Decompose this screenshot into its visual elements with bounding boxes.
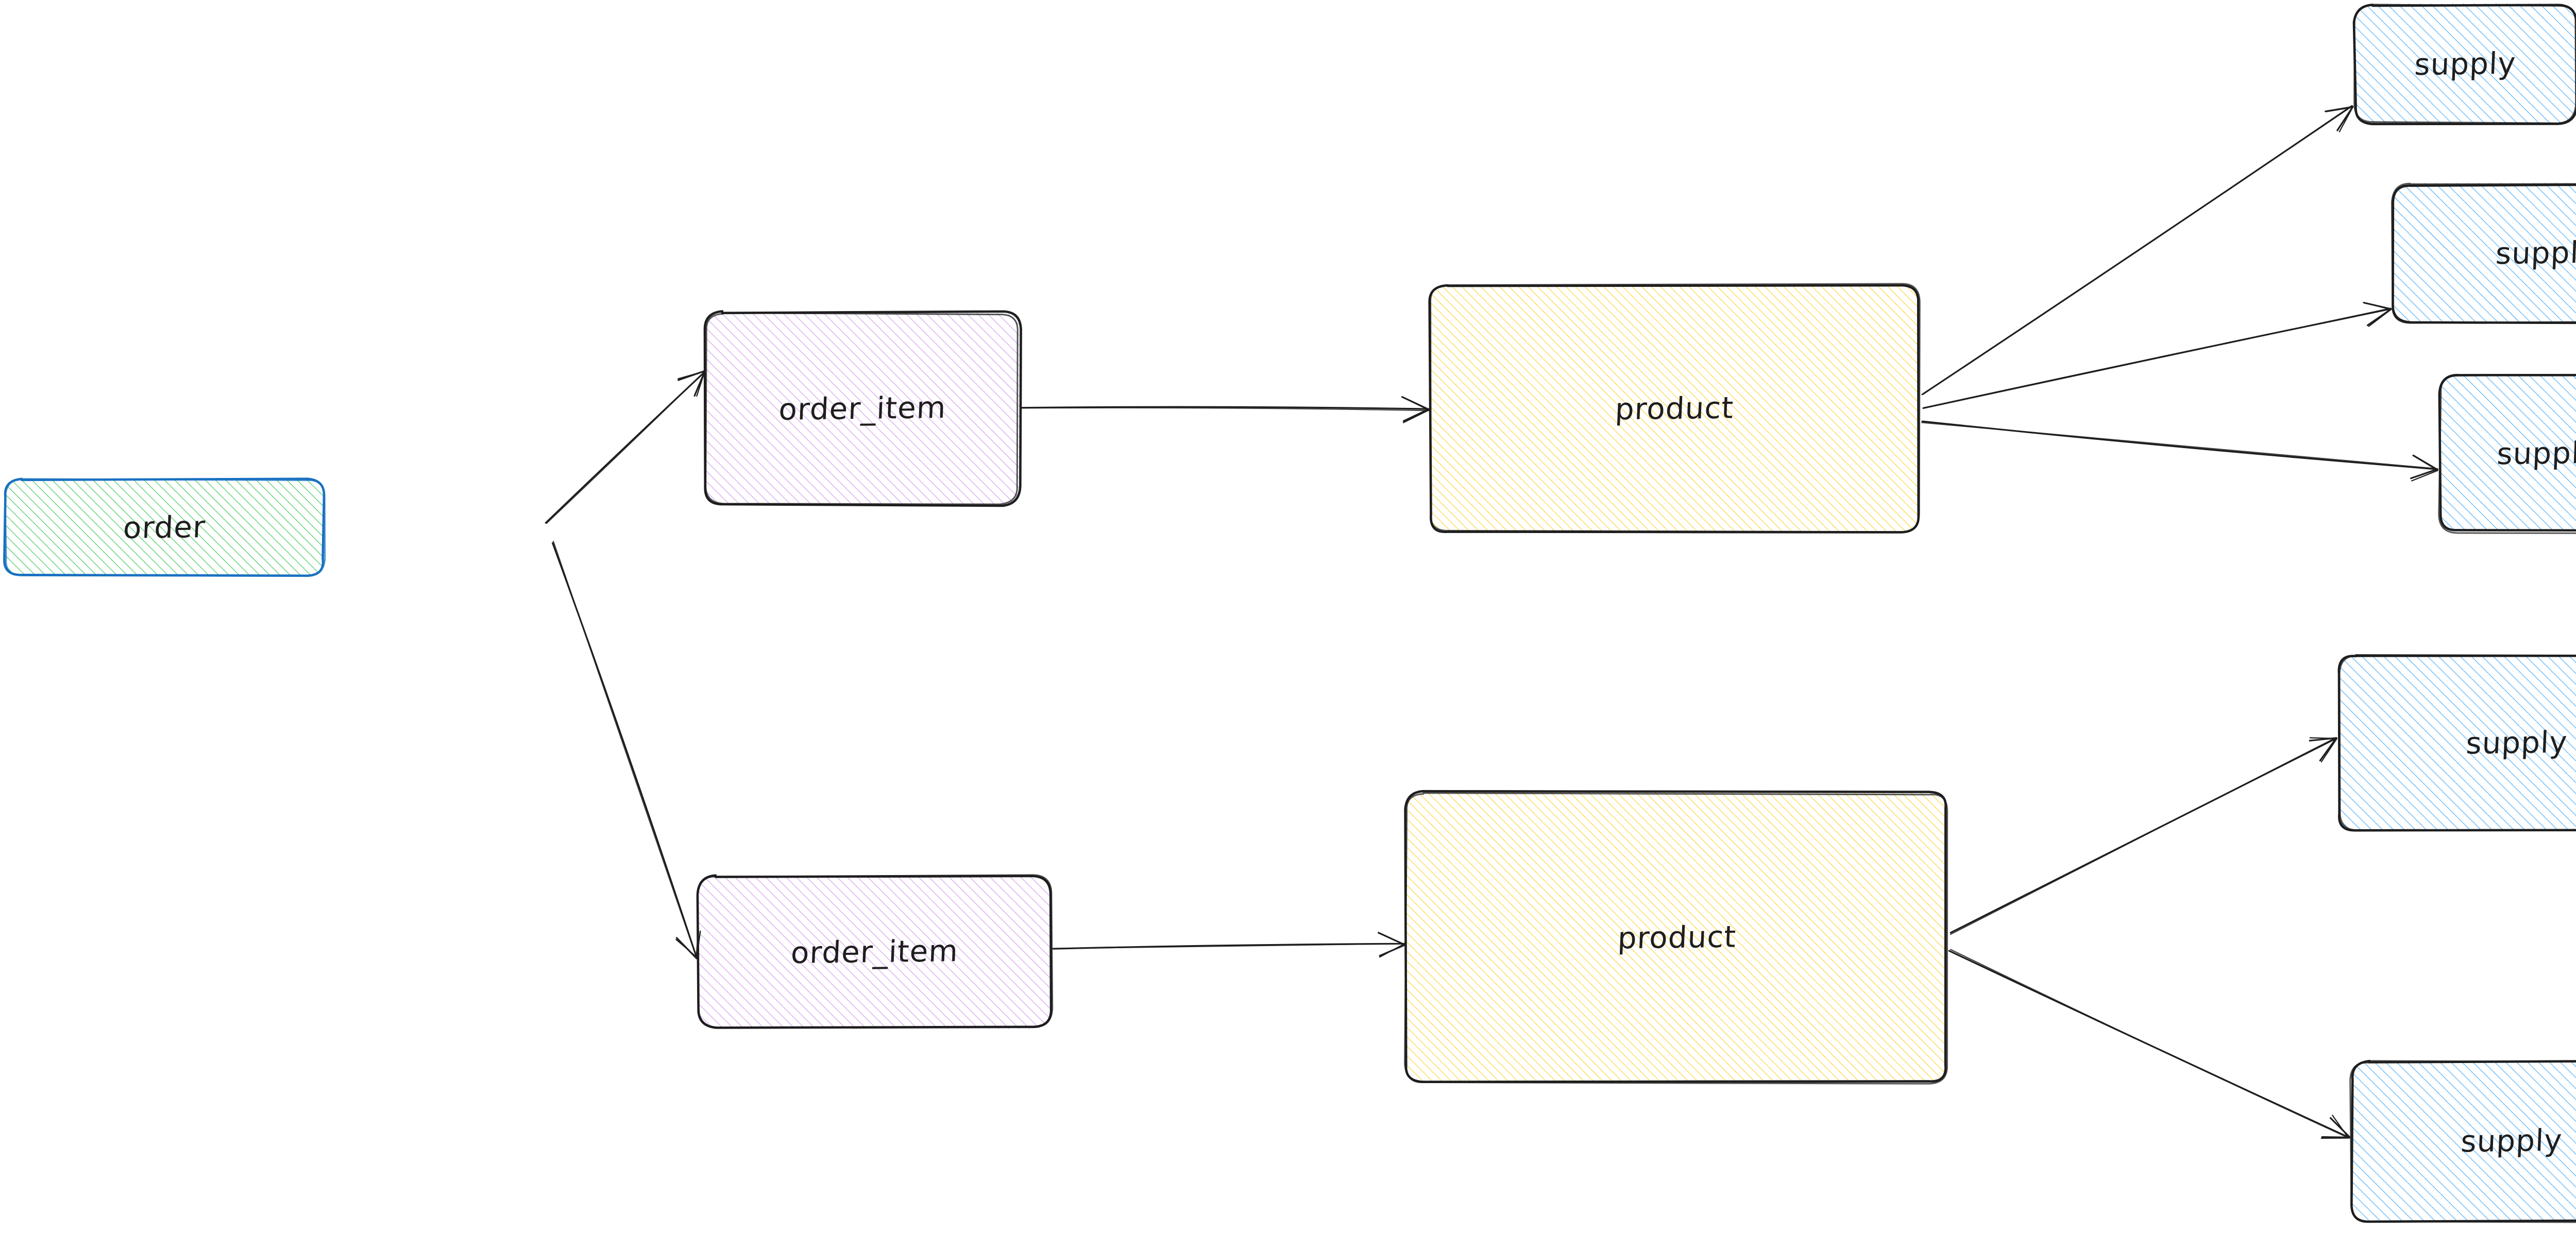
node-fill (2351, 1061, 2576, 1221)
edges-layer (545, 105, 2438, 1139)
edge-order_item_top-to-product_top[interactable] (1020, 396, 1430, 423)
node-supply_2[interactable] (2391, 182, 2576, 324)
edge-line (1020, 407, 1430, 412)
node-order_item_top[interactable] (703, 310, 1022, 507)
node-order_item_bottom[interactable] (696, 874, 1054, 1029)
node-outline (1430, 283, 1921, 533)
node-supply_5[interactable] (2349, 1059, 2576, 1223)
node-outline (697, 874, 1054, 1029)
edge-line (1052, 943, 1404, 949)
edge-order_item_bottom-to-product_bottom[interactable] (1052, 932, 1406, 958)
edge-arrowhead (675, 930, 700, 960)
node-product_top[interactable] (1428, 283, 1921, 534)
edge-arrowhead (675, 930, 701, 958)
node-outline (705, 312, 1019, 505)
node-outline (2350, 1059, 2576, 1223)
node-fill (1405, 792, 1947, 1083)
edge-arrowhead (2320, 1115, 2349, 1139)
edge-order-to-order_item_top[interactable] (545, 370, 706, 524)
node-outline (2338, 655, 2576, 831)
node-outline (703, 310, 1022, 507)
edge-product_top-to-supply_3[interactable] (1921, 420, 2438, 482)
node-supply_1[interactable] (2352, 3, 2576, 126)
node-product_bottom[interactable] (1404, 790, 1948, 1085)
edge-arrowhead (2411, 455, 2438, 482)
node-fill (705, 313, 1020, 504)
node-fill (4, 479, 324, 575)
nodes-layer (3, 3, 2576, 1223)
edge-line (552, 540, 698, 959)
edge-order-to-order_item_bottom[interactable] (552, 540, 701, 960)
edge-arrowhead (1378, 932, 1404, 958)
node-fill (697, 876, 1051, 1029)
edge-line (1020, 406, 1430, 410)
node-outline (2438, 373, 2576, 534)
edge-arrowhead (2324, 106, 2354, 132)
node-supply_3[interactable] (2438, 373, 2576, 534)
edge-line (1921, 422, 2438, 470)
edge-arrowhead (2321, 1117, 2351, 1139)
edge-line (1950, 949, 2349, 1139)
edge-product_top-to-supply_2[interactable] (1922, 302, 2392, 409)
node-fill (2393, 183, 2576, 322)
node-outline (2353, 4, 2576, 124)
edge-product_bottom-to-supply_4[interactable] (1950, 737, 2338, 935)
node-outline (4, 478, 326, 577)
edge-product_bottom-to-supply_5[interactable] (1948, 949, 2351, 1139)
edge-arrowhead (677, 370, 706, 397)
edge-arrowhead (2309, 737, 2338, 763)
node-outline (2391, 182, 2576, 324)
edge-product_top-to-supply_1[interactable] (1921, 105, 2354, 396)
edge-line (1950, 737, 2337, 935)
node-outline (2349, 1060, 2576, 1223)
node-fill (2440, 375, 2576, 532)
edge-arrowhead (2363, 302, 2392, 327)
edge-line (546, 371, 705, 524)
node-outline (1404, 792, 1948, 1085)
node-fill (1430, 285, 1920, 532)
edge-line (1921, 105, 2352, 396)
edge-arrowhead (1402, 397, 1430, 423)
edge-line (1922, 307, 2392, 409)
node-supply_4[interactable] (2337, 654, 2576, 832)
node-order[interactable] (3, 477, 326, 577)
node-fill (2354, 3, 2576, 124)
node-fill (2340, 655, 2576, 831)
